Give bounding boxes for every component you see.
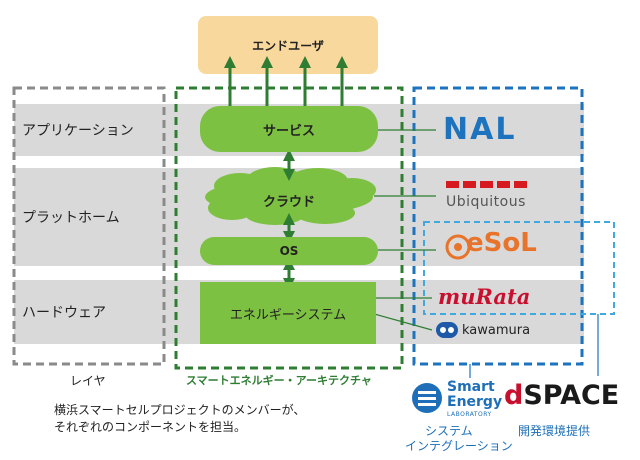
layer-dashed-box (12, 86, 166, 366)
energy-system-component: エネルギーシステム (200, 282, 376, 344)
layer-label-application: アプリケーション (22, 123, 134, 139)
project-note-line2: それぞれのコンポーネントを担当。 (54, 420, 247, 434)
dspace-logo: dSPACE (504, 380, 619, 411)
system-integration-caption-line1: システム (425, 424, 473, 438)
layer-caption: レイヤ (70, 374, 106, 388)
dspace-logo-d: d (504, 380, 524, 411)
project-note: 横浜スマートセルプロジェクトのメンバーが、 それぞれのコンポーネントを担当。 (54, 402, 305, 436)
esol-logo-mark (445, 234, 471, 260)
system-integration-caption-line2: インテグレーション (405, 439, 513, 453)
architecture-caption: スマートエネルギー・アーキテクチャ (186, 374, 372, 387)
os-label: OS (279, 244, 299, 258)
cloud-label: クラウド (262, 194, 315, 210)
smart-energy-logo-line1: Smart (447, 379, 495, 395)
architecture-dashed-box (174, 86, 404, 370)
dev-env-caption: 開発環境提供 (518, 424, 591, 438)
esol-logo: eSoL (466, 228, 537, 258)
layer-label-platform: プラットホーム (22, 210, 120, 226)
smart-energy-logo-line3: LABORATORY (447, 411, 492, 418)
system-integration-dashed-box (412, 86, 584, 366)
bracket-lines (469, 314, 599, 378)
end-user-label: エンドユーザ (252, 38, 324, 53)
layer-label-hardware: ハードウェア (22, 305, 106, 321)
ubiquitous-logo: Ubiquitous (446, 194, 526, 210)
nal-logo: NAL (443, 112, 517, 147)
smart-energy-logo-mark (412, 383, 442, 413)
murata-logo: muRata (438, 284, 531, 309)
smart-energy-logo-line2: Energy (447, 394, 503, 410)
dev-env-dashed-box (423, 221, 615, 315)
service-component: サービス (200, 106, 378, 152)
project-note-line1: 横浜スマートセルプロジェクトのメンバーが、 (54, 403, 306, 417)
kawamura-logo: kawamura (462, 323, 531, 338)
os-component: OS (200, 237, 378, 265)
dspace-logo-rest: SPACE (523, 380, 620, 411)
cloud-component: クラウド (200, 180, 378, 220)
kawamura-logo-mark (436, 322, 458, 338)
ubiquitous-logo-mark (446, 181, 527, 188)
service-label: サービス (262, 123, 315, 139)
energy-system-label: エネルギーシステム (229, 307, 347, 323)
